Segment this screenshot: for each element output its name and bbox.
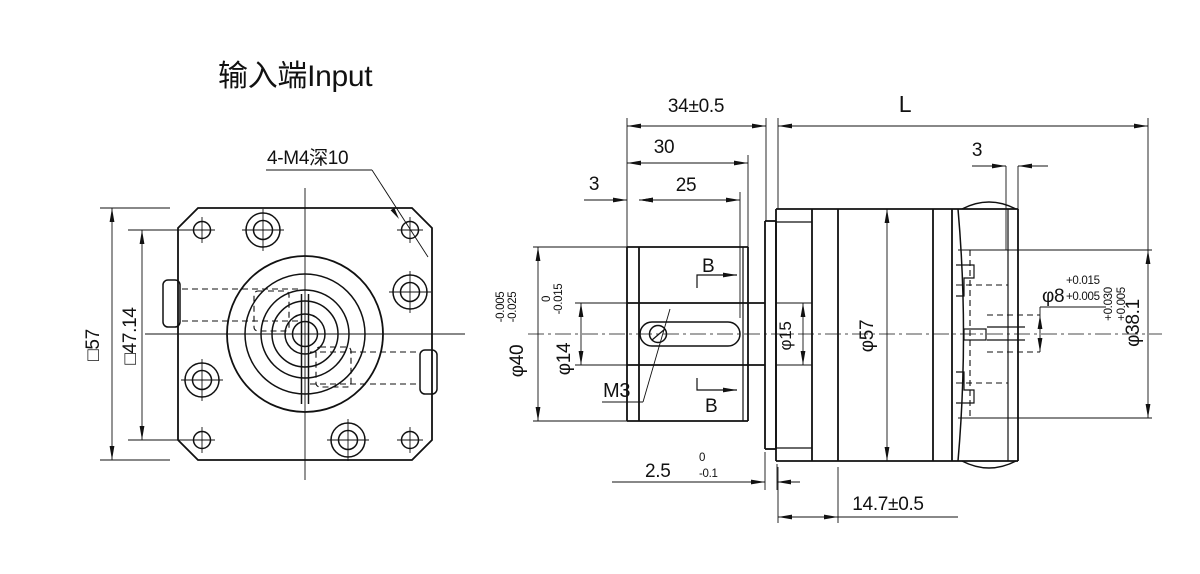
dim-14p7-label: 14.7±0.5 (852, 494, 923, 515)
dim-3-right: 3 (972, 140, 1048, 250)
dia381-label: φ38.1 (1123, 299, 1144, 347)
leader-arrowhead (390, 207, 399, 219)
dim-dia381: φ38.1 +0.030 +0.005 (1103, 250, 1151, 418)
hidden-lines (182, 288, 418, 388)
dim-3-left: 3 (584, 174, 662, 203)
section-letter: B (702, 256, 714, 277)
dia8-label: φ8 (1042, 286, 1064, 307)
dim-bolt-square: □47.14 (120, 229, 192, 441)
dim-30: 30 (627, 137, 749, 247)
dia8-tol-lower: +0.005 (1066, 291, 1100, 303)
dim-dia14: φ14 0 -0.015 (541, 284, 627, 375)
clamp-slot (963, 328, 987, 341)
dim-L: L (777, 91, 1149, 250)
front-view: 输入端Input (83, 60, 465, 480)
dim-2p5-tol-upper: 0 (699, 452, 705, 464)
housing-body (775, 201, 1019, 469)
dim-2p5-label: 2.5 (645, 461, 671, 482)
pilot-body (626, 246, 749, 422)
dim-dia8: φ8 +0.015 +0.005 (1037, 275, 1106, 352)
section-marker-bottom: B (696, 378, 737, 417)
dia381-tol-lower: +0.005 (1116, 287, 1128, 321)
dia40-tol-lower: -0.025 (507, 292, 519, 323)
dim-dia15: φ15 (776, 302, 812, 366)
dia40-label: φ40 (507, 345, 528, 378)
dia15-label: φ15 (776, 321, 795, 350)
right-tab (419, 349, 438, 395)
corner-holes (189, 217, 423, 453)
dim-outer-square: □57 (83, 207, 170, 461)
counterbore-holes (181, 209, 431, 461)
dia40-tol-upper: -0.005 (495, 292, 507, 323)
dim-outer-square-label: □57 (83, 329, 104, 361)
dia14-label: φ14 (554, 342, 575, 375)
face-ring (764, 220, 777, 450)
dia8-tol-upper: +0.015 (1066, 275, 1100, 287)
dia14-tol-upper: 0 (541, 296, 553, 302)
dim-34-label: 34±0.5 (668, 96, 724, 117)
concentric-circles (226, 255, 384, 413)
dia14-tol-lower: -0.015 (553, 284, 565, 315)
dim-25-label: 25 (676, 175, 697, 196)
dim-dia57: φ57 (857, 209, 890, 461)
dim-3-left-label: 3 (589, 174, 599, 195)
dim-3-right-label: 3 (972, 140, 982, 161)
section-letter: B (705, 396, 717, 417)
input-recess-hidden (956, 249, 1152, 419)
flange-outline (177, 207, 433, 461)
dim-2p5: 2.5 0 -0.1 (612, 452, 800, 490)
left-tab (162, 279, 181, 328)
dim-L-label: L (899, 91, 912, 117)
setscrew-label: M3 (603, 380, 630, 402)
setscrew-hole (648, 324, 668, 344)
setscrew-callout: M3 (602, 308, 671, 403)
keyway (639, 321, 741, 347)
dim-dia40: φ40 -0.005 -0.025 (495, 246, 627, 422)
dim-34: 34±0.5 (626, 96, 767, 247)
dim-14p7: 14.7±0.5 (777, 467, 958, 523)
view-title: 输入端Input (218, 60, 373, 93)
side-view: B B M3 34±0.5 L (495, 91, 1162, 523)
dim-bolt-square-label: □47.14 (120, 307, 141, 365)
dim-2p5-tol-lower: -0.1 (699, 468, 718, 480)
dim-30-label: 30 (654, 137, 675, 158)
tapped-holes-label: 4-M4深10 (267, 147, 348, 169)
tapped-holes-callout: 4-M4深10 (266, 147, 429, 258)
dia381-tol-upper: +0.030 (1103, 287, 1115, 321)
dia57-label: φ57 (857, 320, 878, 353)
section-marker-top: B (696, 256, 737, 288)
